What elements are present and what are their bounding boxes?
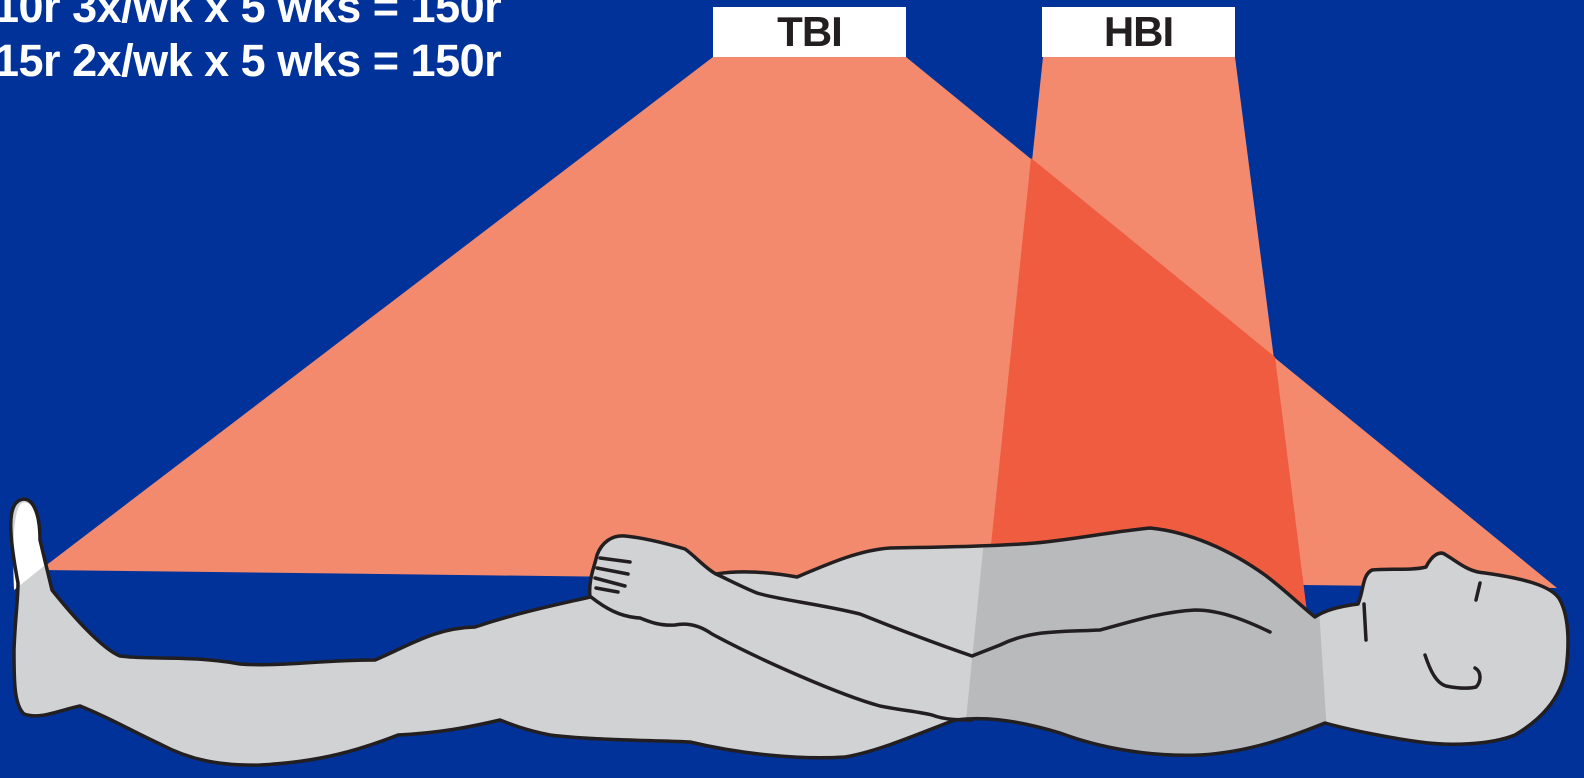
dose-schedule-line-1: 10r 3x/wk x 5 wks = 150r	[0, 0, 501, 29]
tbi-label: TBI	[777, 8, 842, 56]
hbi-label: HBI	[1104, 8, 1173, 56]
tbi-beam	[40, 57, 1557, 588]
dose-schedule-line-2: 15r 2x/wk x 5 wks = 150r	[0, 38, 501, 83]
hbi-label-box: HBI	[1042, 7, 1235, 57]
tbi-label-box: TBI	[713, 7, 906, 57]
